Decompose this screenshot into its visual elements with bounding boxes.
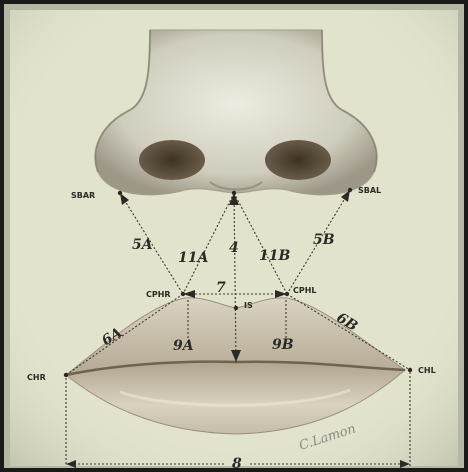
right-nostril — [139, 140, 205, 180]
point-subnasale — [232, 191, 236, 195]
point-sbar — [118, 191, 122, 195]
label-sbal: SBAL — [358, 186, 381, 195]
point-cphl — [285, 292, 289, 296]
label-4: 4 — [229, 240, 239, 256]
label-11b: 11B — [259, 248, 290, 264]
point-chl — [408, 368, 412, 372]
point-sbal — [348, 188, 352, 192]
label-7: 7 — [216, 280, 226, 296]
label-9b: 9B — [272, 337, 294, 353]
point-is — [234, 306, 238, 310]
label-sbar: SBAR — [71, 191, 95, 200]
label-11a: 11A — [178, 250, 208, 266]
point-cphr — [181, 292, 185, 296]
label-is: IS — [244, 301, 253, 310]
label-chr: CHR — [27, 373, 46, 382]
point-chr — [64, 373, 68, 377]
label-chl: CHL — [418, 366, 436, 375]
label-8: 8 — [232, 456, 242, 472]
label-5a: 5A — [132, 237, 153, 253]
left-nostril — [265, 140, 331, 180]
label-cphr: CPHR — [146, 290, 171, 299]
label-9a: 9A — [173, 338, 194, 354]
label-5b: 5B — [313, 232, 335, 248]
label-cphl: CPHL — [293, 286, 317, 295]
